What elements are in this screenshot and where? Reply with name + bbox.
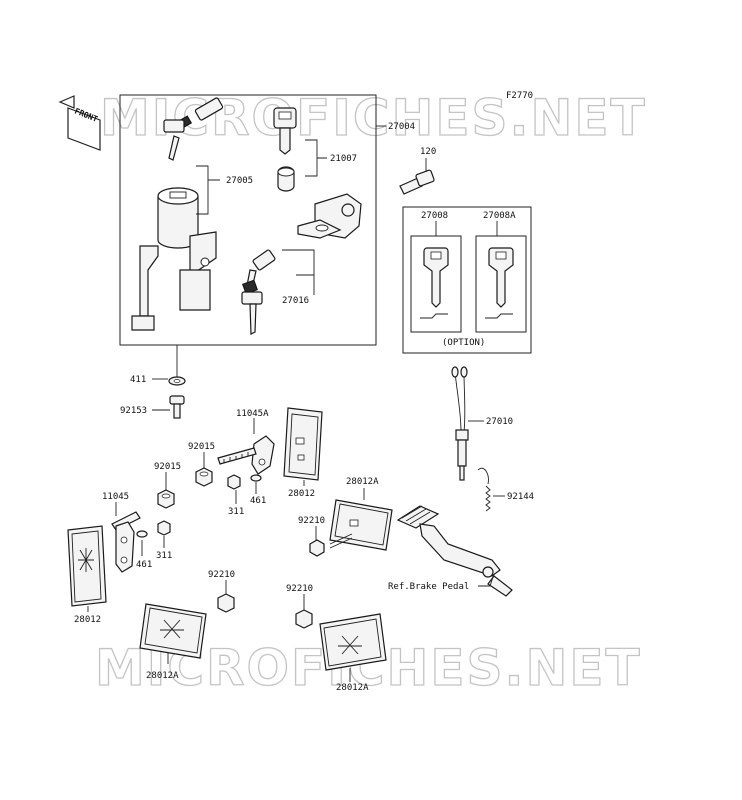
label-120: 120 [420,147,436,157]
ignition-switch-icon [131,187,217,331]
seat-lock-icon [297,193,362,239]
nut-icon [157,489,175,509]
bracket-icon [217,435,275,475]
label-92144: 92144 [507,492,534,502]
key-icon [241,249,276,335]
washer-icon [136,530,148,538]
spring-icon [477,467,491,512]
bracket-icon [111,511,141,573]
key-blank-icon [420,247,449,319]
label-27016: 27016 [282,296,309,306]
footrest-pad-icon [319,613,387,671]
label-461b: 461 [136,560,152,570]
ref-brake-pedal-label: Ref.Brake Pedal [388,582,469,592]
watermark-top: MICROFICHES.NET [100,89,647,147]
label-27004: 27004 [388,122,415,132]
nut-icon [157,520,171,536]
front-arrow-icon: FRONT [58,95,101,151]
footrest-pad-icon [329,499,393,551]
key-blank-frame-2 [475,235,527,333]
label-92015b: 92015 [154,462,181,472]
label-311b: 311 [156,551,172,561]
figure-code: F2770 [506,91,533,101]
bolt-icon [399,169,435,195]
nut-icon [309,539,325,557]
washer-icon [168,376,186,386]
label-11045A: 11045A [236,409,269,419]
ignition-kit-box [119,94,377,346]
option-box [402,206,532,354]
brake-switch-icon [451,366,469,481]
label-11045: 11045 [102,492,129,502]
brake-pedal-icon [396,505,513,597]
label-311a: 311 [228,507,244,517]
label-92153: 92153 [120,406,147,416]
footrest-pad-icon [139,603,207,659]
label-411: 411 [130,375,146,385]
label-21007: 21007 [330,154,357,164]
label-27008A: 27008A [483,211,516,221]
label-92210b: 92210 [208,570,235,580]
label-28012a: 28012 [288,489,315,499]
label-28012Ac: 28012A [336,683,369,693]
label-28012Ab: 28012A [146,671,179,681]
label-461a: 461 [250,496,266,506]
label-92210a: 92210 [298,516,325,526]
nut-icon [227,474,241,490]
nut-icon [295,609,313,629]
label-27010: 27010 [486,417,513,427]
label-92015a: 92015 [188,442,215,452]
nut-icon [217,593,235,613]
bolt-icon [169,395,185,419]
footrest-pad-icon [67,525,107,607]
key-icon [273,107,297,155]
nut-icon [195,467,213,487]
label-28012b: 28012 [74,615,101,625]
key-blank-icon [485,247,514,319]
key-icon [163,97,224,161]
label-27005: 27005 [226,176,253,186]
footrest-pad-icon [283,407,323,481]
key-cap-icon [277,166,295,192]
label-27008: 27008 [421,211,448,221]
washer-icon [250,474,262,482]
label-92210c: 92210 [286,584,313,594]
label-28012Aa: 28012A [346,477,379,487]
option-label: (OPTION) [442,338,485,348]
